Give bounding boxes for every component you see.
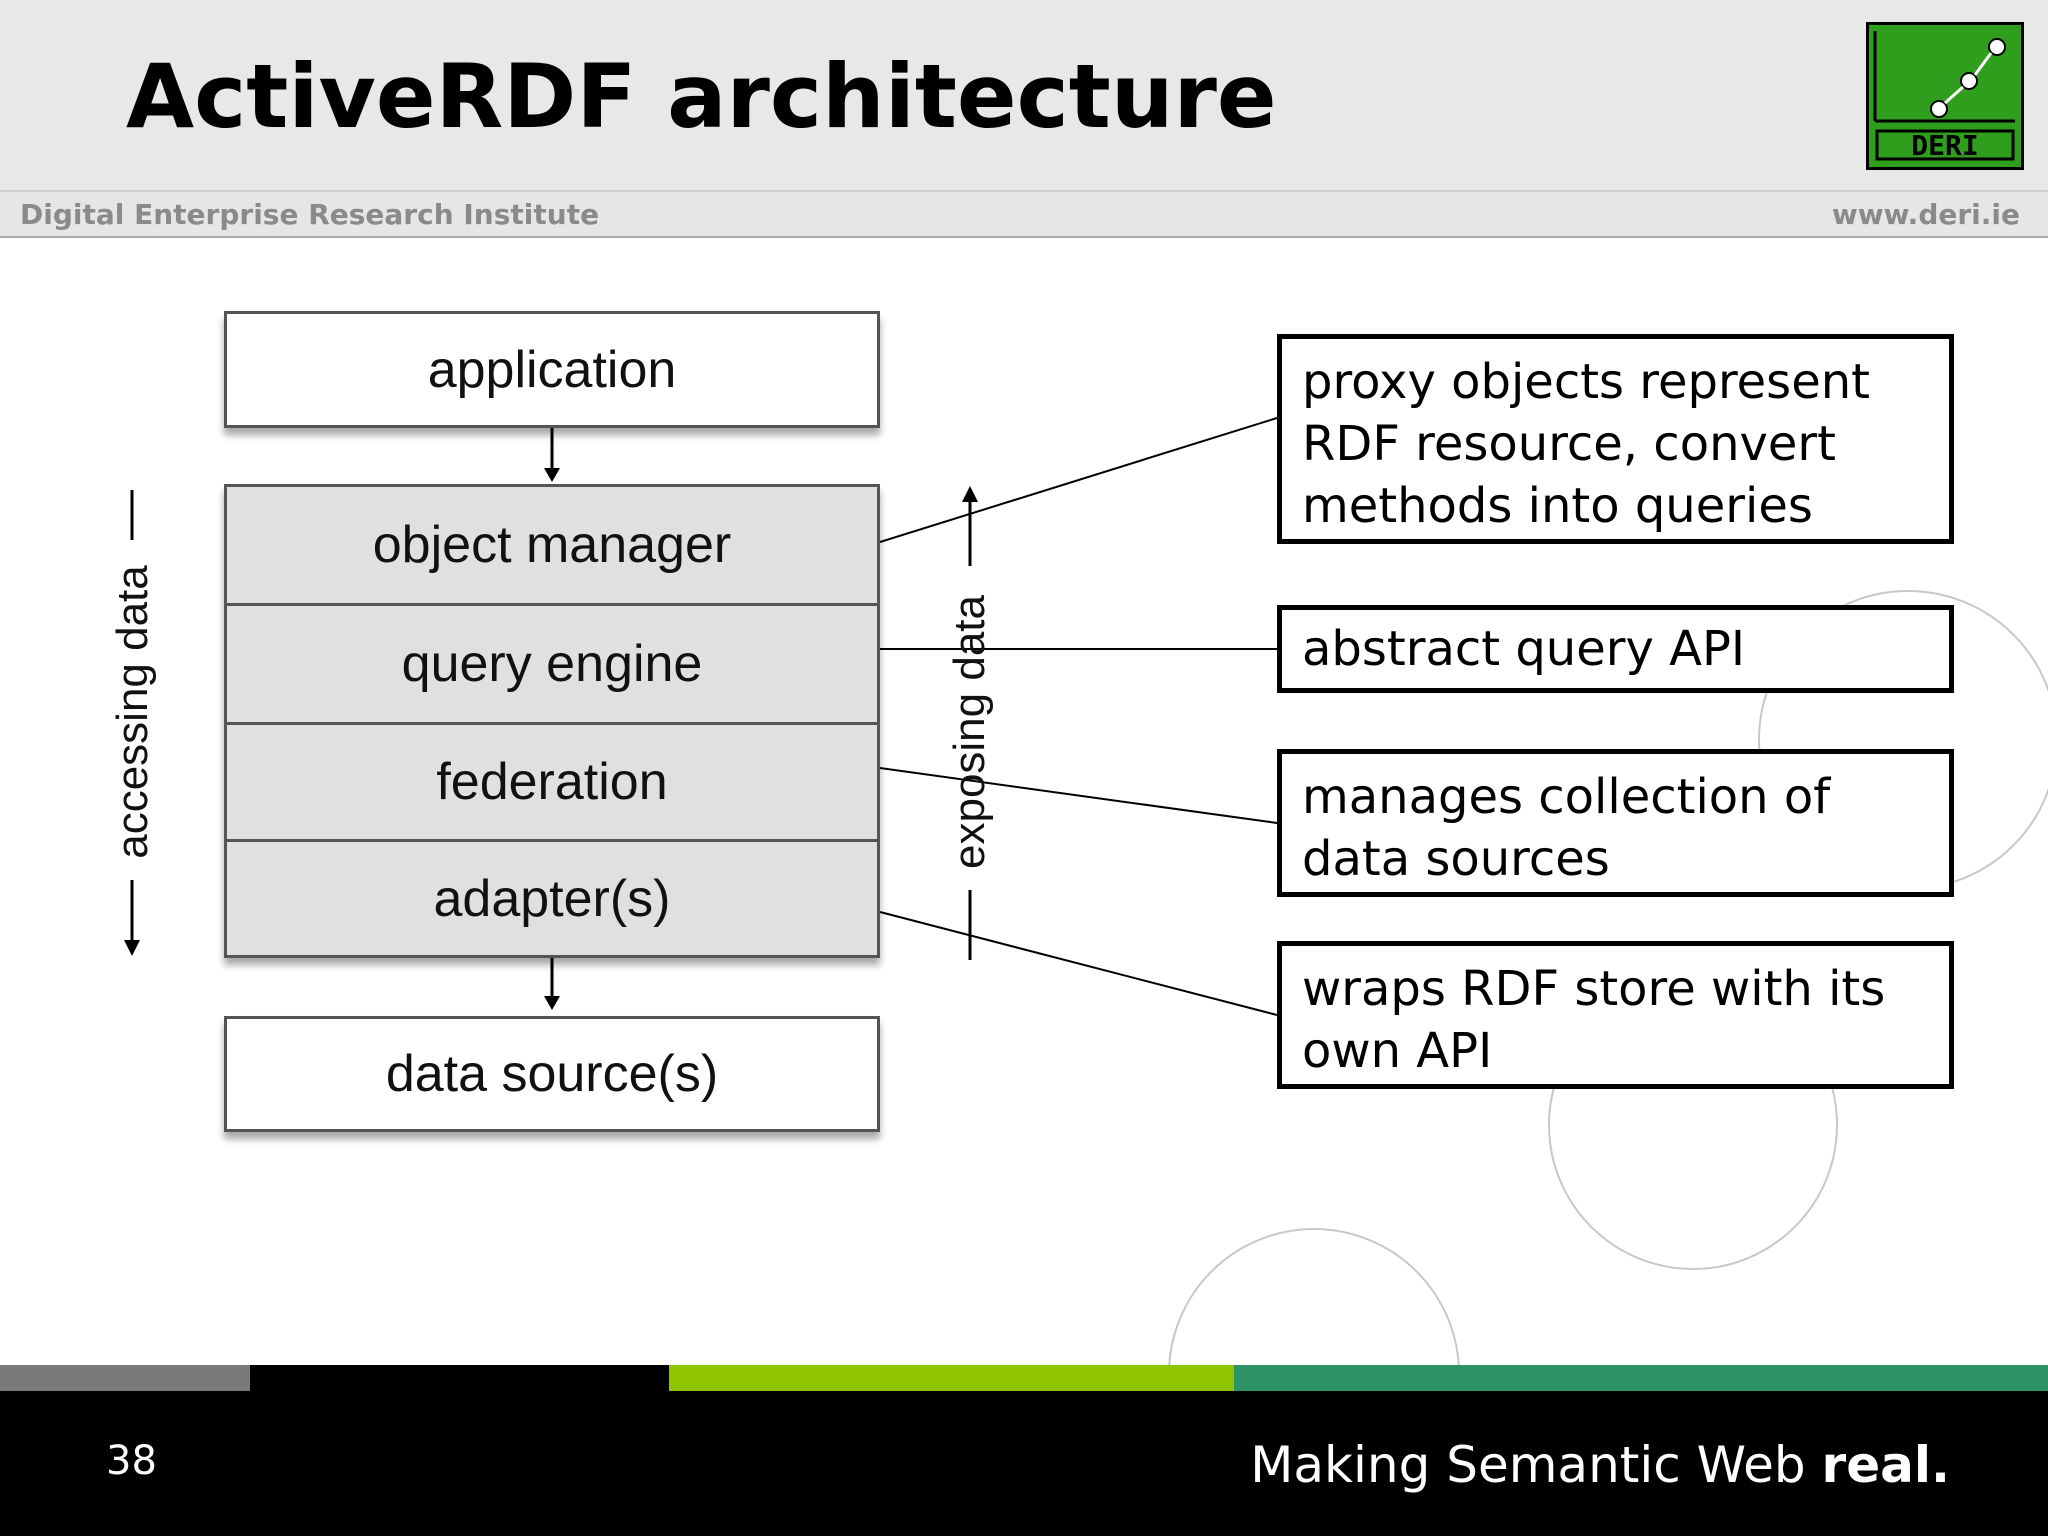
- note-adapters: wraps RDF store with its own API: [1277, 941, 1954, 1089]
- note-line: methods into queries: [1302, 478, 1813, 534]
- accessing-data-label: accessing data: [108, 565, 157, 859]
- federation-layer: federation: [227, 725, 877, 842]
- footer-tagline: Making Semantic Web real.: [1250, 1436, 1950, 1494]
- application-box: application: [224, 311, 880, 428]
- note-line: own API: [1302, 1023, 1493, 1079]
- note-federation: manages collection of data sources: [1277, 749, 1954, 897]
- data-sources-box: data source(s): [224, 1016, 880, 1132]
- slide-title: ActiveRDF architecture: [126, 45, 1277, 148]
- slide-footer: [0, 1391, 2048, 1536]
- note-line: proxy objects represent: [1302, 354, 1870, 410]
- deri-logo-text: DERI: [1911, 129, 1978, 162]
- note-line: manages collection of: [1302, 769, 1831, 825]
- note-line: RDF resource, convert: [1302, 416, 1836, 472]
- footer-stripe-lime: [669, 1365, 1234, 1391]
- footer-stripe-gray: [0, 1365, 250, 1391]
- institute-name: Digital Enterprise Research Institute: [20, 198, 600, 231]
- note-line: data sources: [1302, 831, 1610, 887]
- layer-stack: object manager query engine federation a…: [224, 484, 880, 958]
- tagline-bold: real.: [1821, 1436, 1950, 1494]
- note-line: abstract query API: [1302, 621, 1746, 677]
- exposing-data-label: exposing data: [945, 595, 994, 869]
- tagline-plain: Making Semantic Web: [1250, 1436, 1822, 1494]
- note-line: wraps RDF store with its: [1302, 961, 1886, 1017]
- object-manager-layer: object manager: [227, 487, 877, 606]
- footer-stripe-black: [250, 1365, 669, 1391]
- website-link[interactable]: www.deri.ie: [1831, 198, 2020, 231]
- note-query-engine: abstract query API: [1277, 605, 1954, 693]
- note-object-manager: proxy objects represent RDF resource, co…: [1277, 334, 1954, 544]
- slide-header: ActiveRDF architecture DERI: [0, 0, 2048, 190]
- deri-logo: DERI: [1866, 22, 2024, 170]
- query-engine-layer: query engine: [227, 606, 877, 725]
- page-number: 38: [106, 1438, 157, 1484]
- adapters-layer: adapter(s): [433, 869, 671, 928]
- footer-stripe-teal: [1234, 1365, 2048, 1391]
- institute-bar: Digital Enterprise Research Institute ww…: [0, 190, 2048, 238]
